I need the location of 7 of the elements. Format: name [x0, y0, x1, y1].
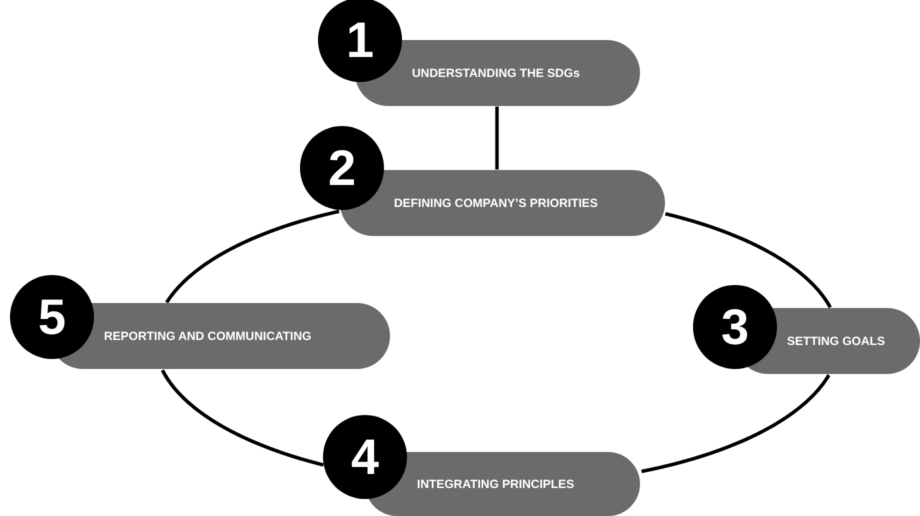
connector-line: [641, 374, 830, 474]
connector-line: [165, 210, 340, 304]
connector-line: [665, 212, 832, 308]
step-number-badge: 3: [693, 285, 777, 369]
step-number-badge: 5: [10, 275, 94, 359]
connector-line: [160, 369, 324, 467]
connector-line: [495, 105, 499, 171]
